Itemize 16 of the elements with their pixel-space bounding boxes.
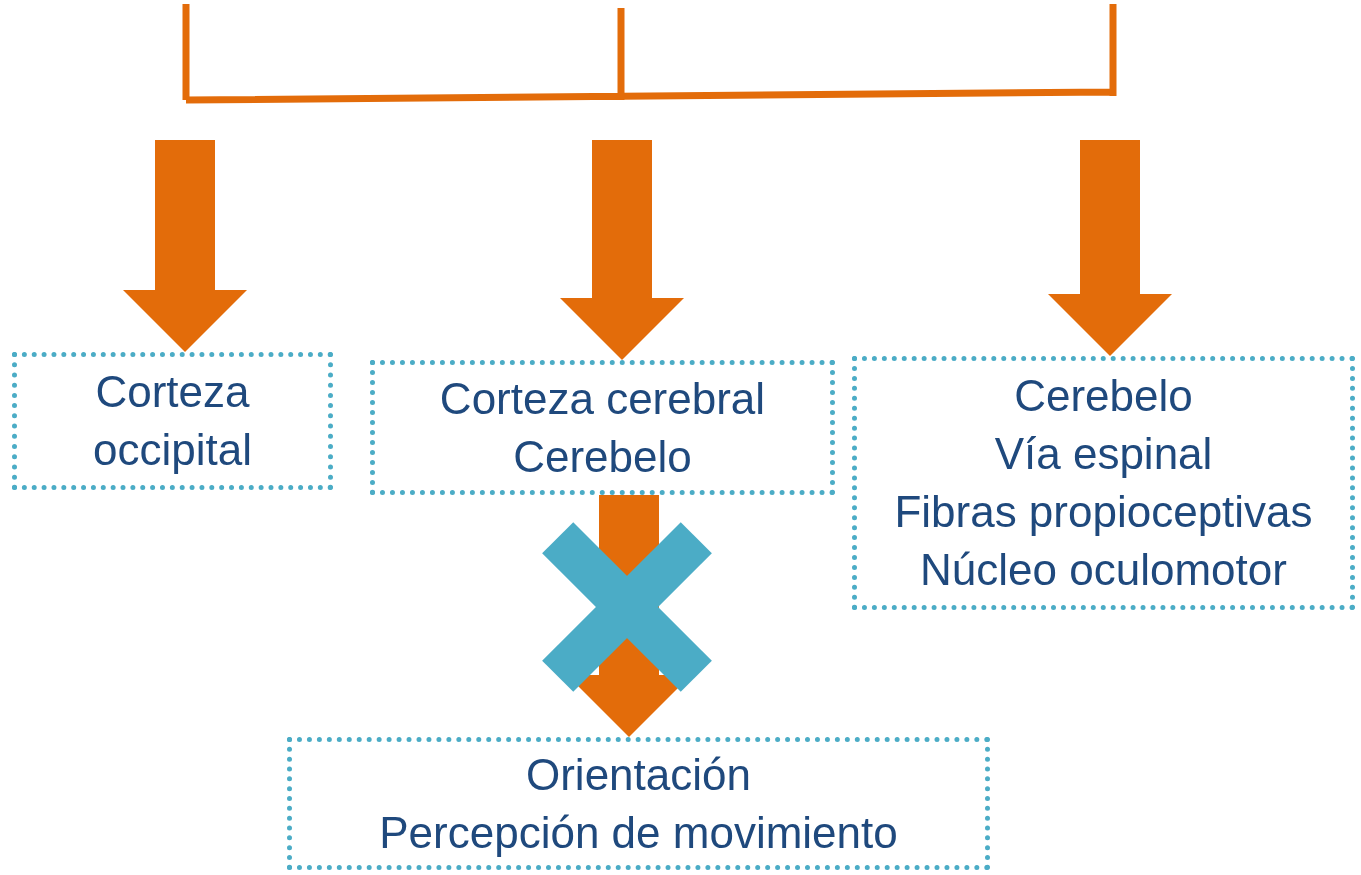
- node-label: Núcleo oculomotor: [920, 544, 1287, 596]
- node-label: Fibras propioceptivas: [894, 486, 1313, 538]
- dotted-box: [12, 352, 333, 490]
- node-label: Vía espinal: [994, 428, 1213, 480]
- block-arrow: [1048, 140, 1172, 356]
- block-arrow: [123, 140, 247, 352]
- dotted-box: [852, 356, 1355, 610]
- block-arrow: [560, 140, 684, 360]
- node-label: Corteza cerebral: [439, 372, 766, 425]
- dotted-box: [370, 360, 835, 495]
- node-label: Cerebelo: [1014, 370, 1193, 422]
- node-label: Percepción de movimiento: [379, 806, 898, 859]
- dotted-box: [287, 737, 990, 870]
- node-label: Orientación: [526, 748, 751, 801]
- node-label: Corteza occipital: [92, 366, 253, 476]
- node-label: Cerebelo: [513, 430, 692, 483]
